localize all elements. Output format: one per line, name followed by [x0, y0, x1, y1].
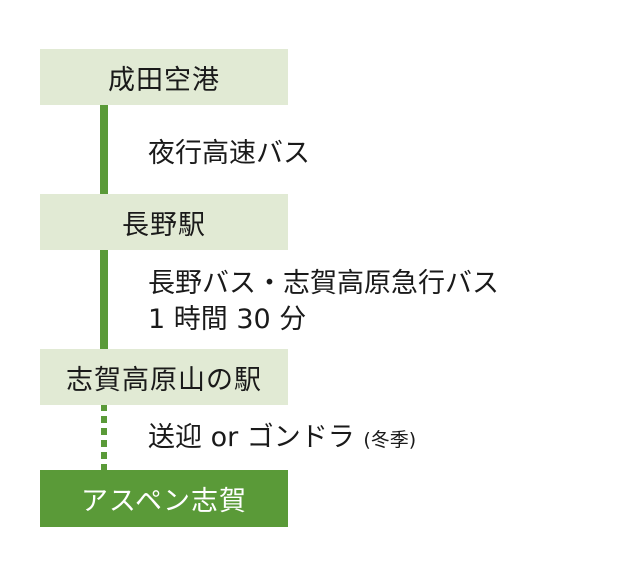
stop-label: 成田空港: [108, 64, 220, 96]
segment-label-3: 送迎 or ゴンドラ (冬季): [148, 420, 416, 458]
route-line-1: [100, 104, 108, 194]
segment-label-1: 夜行高速バス: [148, 136, 310, 172]
stop-narita-airport: 成田空港: [40, 49, 288, 105]
route-line-3-dotted: [101, 404, 107, 470]
stop-shiga-kogen-yamanoeki: 志賀高原山の駅: [40, 349, 288, 405]
stop-label: 志賀高原山の駅: [66, 364, 262, 396]
segment-line1: 長野バス・志賀高原急行バス: [148, 268, 499, 299]
stop-nagano-station: 長野駅: [40, 194, 288, 250]
segment-label-2: 長野バス・志賀高原急行バス 1 時間 30 分: [148, 266, 499, 338]
stop-label: 長野駅: [122, 209, 206, 241]
segment-line1: 夜行高速バス: [148, 138, 310, 169]
stop-label: アスペン志賀: [80, 486, 248, 517]
segment-note: (冬季): [363, 429, 417, 451]
segment-line1: 送迎 or ゴンドラ: [148, 422, 355, 453]
segment-line2: 1 時間 30 分: [148, 304, 307, 335]
route-line-2: [100, 248, 108, 350]
stop-aspen-shiga: アスペン志賀: [40, 470, 288, 527]
